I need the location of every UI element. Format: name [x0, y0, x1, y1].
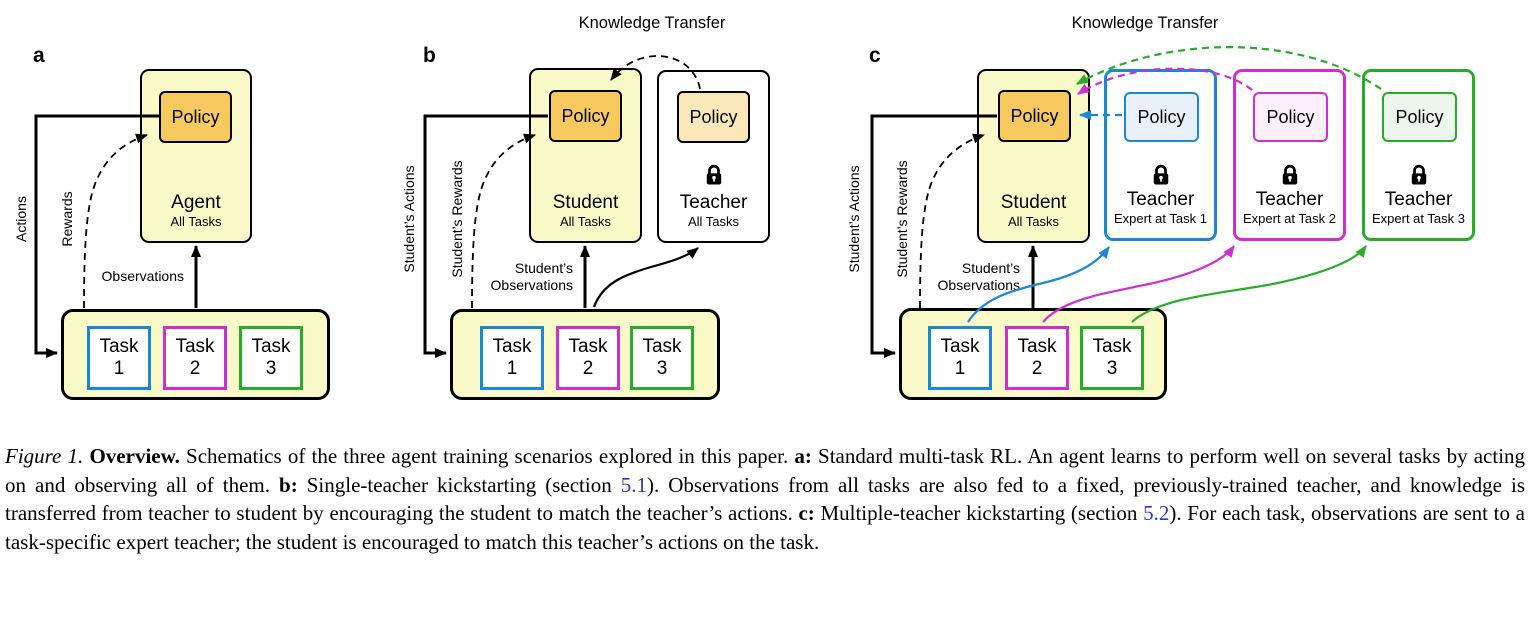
students-observations-label: Student’s Observations — [900, 260, 1020, 293]
teacher-subtitle: All Tasks — [687, 214, 740, 229]
agent-title: Agent — [171, 192, 221, 213]
task-3-box: Task 3 — [1080, 326, 1144, 390]
task-number: 3 — [656, 358, 668, 379]
teacher-3-title: Teacher — [1384, 189, 1453, 210]
panel-b-letter: b — [423, 44, 436, 67]
section-5-1-link[interactable]: 5.1 — [620, 472, 647, 497]
task-label: Task — [642, 336, 682, 357]
observations-label: Observations — [101, 268, 184, 284]
students-actions-label: Student’s Actions — [401, 165, 417, 273]
task-label: Task — [99, 336, 139, 357]
lock-icon — [705, 164, 723, 191]
student-subtitle: All Tasks — [1007, 214, 1060, 229]
knowledge-transfer-title: Knowledge Transfer — [1071, 14, 1219, 32]
teacher-1-policy-box: Policy — [1124, 92, 1199, 142]
task-label: Task — [251, 336, 291, 357]
caption-overview: Overview. — [89, 444, 180, 468]
task-2-box: Task 2 — [556, 326, 620, 390]
task-2-box: Task 2 — [163, 326, 227, 390]
task-number: 1 — [954, 358, 966, 379]
task-number: 2 — [1031, 358, 1043, 379]
lock-icon — [1410, 164, 1428, 191]
caption-c-label: c: — [798, 501, 815, 526]
student-box: Policy Student All Tasks — [529, 68, 642, 243]
task-label: Task — [940, 336, 980, 357]
panel-a-letter: a — [33, 44, 45, 67]
task-3-box: Task 3 — [239, 326, 303, 390]
task-number: 1 — [506, 358, 518, 379]
panel-c-letter: c — [869, 44, 881, 67]
teacher-3-policy-box: Policy — [1382, 92, 1457, 142]
agent-policy-box: Policy — [159, 91, 232, 143]
actions-label: Actions — [13, 196, 29, 242]
task-1-box: Task 1 — [928, 326, 992, 390]
students-observations-line1: Student’s — [514, 260, 573, 276]
teacher-2-title: Teacher — [1255, 189, 1324, 210]
students-observations-line2: Observations — [490, 276, 573, 293]
task-number: 2 — [189, 358, 201, 379]
caption-a-text: Standard multi-task RL. An agent learns … — [5, 444, 1526, 497]
student-title: Student — [1000, 192, 1067, 213]
task-2-box: Task 2 — [1005, 326, 1069, 390]
teacher-1-box: Policy Teacher Expert at Task 1 — [1104, 69, 1217, 241]
teacher-box: Policy Teacher All Tasks — [657, 70, 770, 243]
student-subtitle: All Tasks — [559, 214, 612, 229]
task-number: 1 — [113, 358, 125, 379]
teacher-policy-box: Policy — [677, 91, 750, 143]
teacher-2-subtitle: Expert at Task 2 — [1243, 211, 1336, 226]
caption-b-label: b: — [279, 472, 298, 497]
tasks-box: Task 1 Task 2 Task 3 — [899, 308, 1167, 400]
task3-to-teacher3-arrow — [1131, 245, 1367, 323]
student-policy-box: Policy — [998, 90, 1071, 142]
caption-b-text-2: ). Observations from all tasks are also … — [5, 472, 1526, 526]
caption-a-label: a: — [794, 444, 812, 468]
students-observations-line1: Student’s — [961, 260, 1020, 276]
knowledge-transfer-title: Knowledge Transfer — [578, 14, 726, 32]
task-label: Task — [1017, 336, 1057, 357]
student-box: Policy Student All Tasks — [977, 69, 1090, 243]
students-observations-label: Student’s Observations — [453, 260, 573, 293]
task-label: Task — [568, 336, 608, 357]
task-3-box: Task 3 — [630, 326, 694, 390]
teacher-observations-arrow — [592, 247, 699, 308]
task-label: Task — [175, 336, 215, 357]
student-policy-box: Policy — [549, 90, 622, 142]
students-actions-label: Student’s Actions — [846, 165, 862, 273]
agent-subtitle: All Tasks — [170, 214, 222, 229]
task-number: 3 — [265, 358, 277, 379]
task-label: Task — [1092, 336, 1132, 357]
tasks-box: Task 1 Task 2 Task 3 — [61, 309, 330, 400]
caption-figure-label: Figure 1. — [5, 444, 84, 468]
teacher-3-box: Policy Teacher Expert at Task 3 — [1362, 69, 1475, 241]
caption-c-text-2: ). For each task, observations are sent … — [5, 501, 1525, 554]
rewards-label: Rewards — [59, 191, 75, 247]
agent-box: Policy Agent All Tasks — [140, 69, 252, 243]
tasks-box: Task 1 Task 2 Task 3 — [450, 309, 720, 400]
teacher-3-subtitle: Expert at Task 3 — [1372, 211, 1465, 226]
teacher-2-box: Policy Teacher Expert at Task 2 — [1233, 69, 1346, 241]
task-number: 3 — [1106, 358, 1118, 379]
teacher-title: Teacher — [679, 192, 748, 213]
lock-icon — [1152, 164, 1170, 191]
task-1-box: Task 1 — [87, 326, 151, 390]
task-number: 2 — [582, 358, 594, 379]
figure-caption: Figure 1. Overview. Schematics of the th… — [5, 442, 1525, 556]
student-title: Student — [552, 192, 619, 213]
caption-intro: Schematics of the three agent training s… — [186, 444, 789, 468]
caption-b-text-1: Single-teacher kickstarting (section — [306, 472, 612, 497]
students-observations-line2: Observations — [937, 276, 1020, 293]
lock-icon — [1281, 164, 1299, 191]
task-label: Task — [492, 336, 532, 357]
teacher-2-policy-box: Policy — [1253, 92, 1328, 142]
teacher-1-title: Teacher — [1126, 189, 1195, 210]
section-5-2-link[interactable]: 5.2 — [1143, 501, 1170, 526]
teacher-1-subtitle: Expert at Task 1 — [1114, 211, 1207, 226]
task-1-box: Task 1 — [480, 326, 544, 390]
caption-c-text-1: Multiple-teacher kickstarting (section — [820, 501, 1138, 526]
